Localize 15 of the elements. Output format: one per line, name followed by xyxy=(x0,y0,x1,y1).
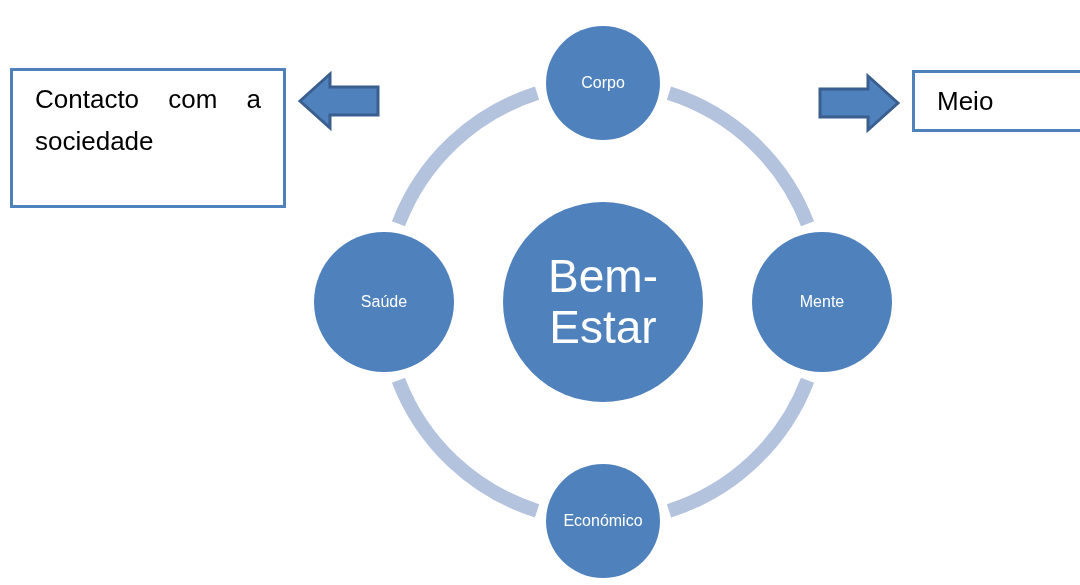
text-box xyxy=(912,70,1080,132)
node-label: Saúde xyxy=(360,292,408,312)
text-box xyxy=(10,68,286,208)
ring-arc xyxy=(666,86,814,227)
node-label: Contacto com a sociedade xyxy=(35,83,261,158)
node-label: Mente xyxy=(799,292,845,312)
block-arrow xyxy=(818,72,901,134)
node-label: Bem-Estar xyxy=(547,251,659,353)
block-arrow xyxy=(297,70,380,132)
node-label: Meio xyxy=(937,85,995,118)
ring-arc xyxy=(666,377,814,518)
node-label: Corpo xyxy=(581,73,625,93)
node-label: Económico xyxy=(563,511,643,531)
ring-arc xyxy=(392,86,540,227)
ring-arc xyxy=(392,377,540,518)
